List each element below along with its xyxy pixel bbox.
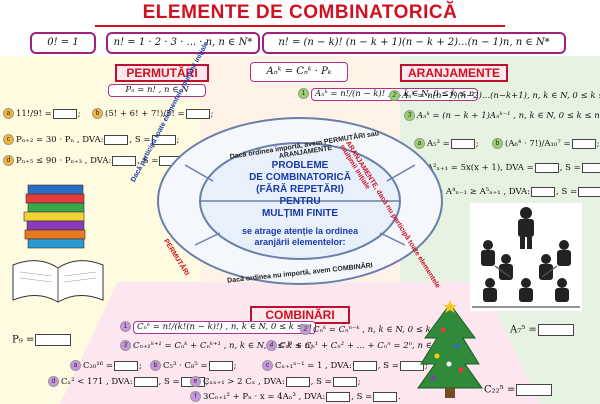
badge-d: d (48, 376, 59, 387)
badge-2: 2 (389, 90, 400, 101)
permutari-heading: PERMUTĂRI (115, 64, 209, 82)
answer-box[interactable] (571, 138, 596, 149)
formula-zero-factorial: 0! = 1 (30, 32, 96, 54)
badge-4: 4 (266, 340, 277, 351)
badge-e: e (190, 376, 201, 387)
c22-exercise: C₂₂⁵ = (484, 384, 553, 396)
a75-exercise: A₇⁵ = (510, 324, 575, 336)
badge-b: b (92, 108, 103, 119)
answer-box[interactable] (133, 376, 158, 387)
badge-2: 2 (300, 324, 311, 335)
badge-3: 3 (120, 340, 131, 351)
badge-1: 1 (120, 321, 131, 332)
badge-a: a (414, 138, 425, 149)
books-illustration (12, 184, 104, 303)
answer-box[interactable] (373, 391, 398, 402)
badge-c: c (262, 360, 273, 371)
answer-box[interactable] (537, 324, 574, 336)
badge-1: 1 (298, 88, 309, 99)
badge-a: a (3, 108, 14, 119)
aranjamente-heading: ARANJAMENTE (400, 64, 508, 82)
formula-factorial-def: n! = 1 · 2 · 3 · ... · n, n ∈ N* (106, 32, 260, 54)
badge-c: c (3, 134, 14, 145)
answer-box[interactable] (104, 134, 129, 145)
hockey-players-illustration (470, 203, 582, 311)
center-title: PROBLEME DE COMBINATORICĂ (FĂRĂ REPETĂRI… (249, 160, 351, 219)
center-subtitle: se atrage atenție la ordinea aranjării e… (241, 226, 359, 247)
badge-b: b (150, 360, 161, 371)
central-diagram (157, 117, 443, 285)
permutari-ex-b: b(5! + 6! + 7!)/5! =; (92, 108, 214, 120)
answer-box[interactable] (332, 376, 357, 387)
answer-box[interactable] (52, 108, 77, 119)
answer-box[interactable] (208, 360, 233, 371)
answer-box[interactable] (285, 376, 310, 387)
badge-a: a (70, 360, 81, 371)
answer-box[interactable] (151, 134, 176, 145)
aranjamente-ex-b: b(A₆⁴ · 7!)/A₁₀⁷ =; (492, 138, 599, 150)
christmas-tree-illustration (417, 300, 483, 398)
answer-box[interactable] (352, 360, 377, 371)
answer-box[interactable] (185, 108, 210, 119)
title-underline (95, 25, 505, 27)
answer-box[interactable] (581, 162, 600, 173)
badge-f: f (190, 391, 201, 402)
answer-box[interactable] (113, 360, 138, 371)
answer-box[interactable] (35, 334, 72, 346)
badge-b: b (492, 138, 503, 149)
answer-box[interactable] (326, 391, 351, 402)
answer-box[interactable] (534, 162, 559, 173)
answer-box[interactable] (516, 384, 553, 396)
answer-box[interactable] (578, 186, 600, 197)
relation-formula: Aₙᵏ = Cₙᵏ · Pₖ (250, 62, 348, 82)
page-title: ELEMENTE DE COMBINATORICĂ (142, 2, 458, 23)
answer-box[interactable] (112, 155, 137, 166)
permutari-formula: Pₙ = n! , n ∈ N (108, 84, 206, 97)
formula-factorial-expansion: n! = (n − k)! (n − k + 1)(n − k + 2)...(… (262, 32, 566, 54)
answer-box[interactable] (450, 138, 475, 149)
badge-d: d (3, 155, 14, 166)
answer-box[interactable] (399, 360, 424, 371)
p9-exercise: P₉ = (12, 334, 72, 346)
answer-box[interactable] (531, 186, 556, 197)
badge-3: 3 (404, 110, 415, 121)
